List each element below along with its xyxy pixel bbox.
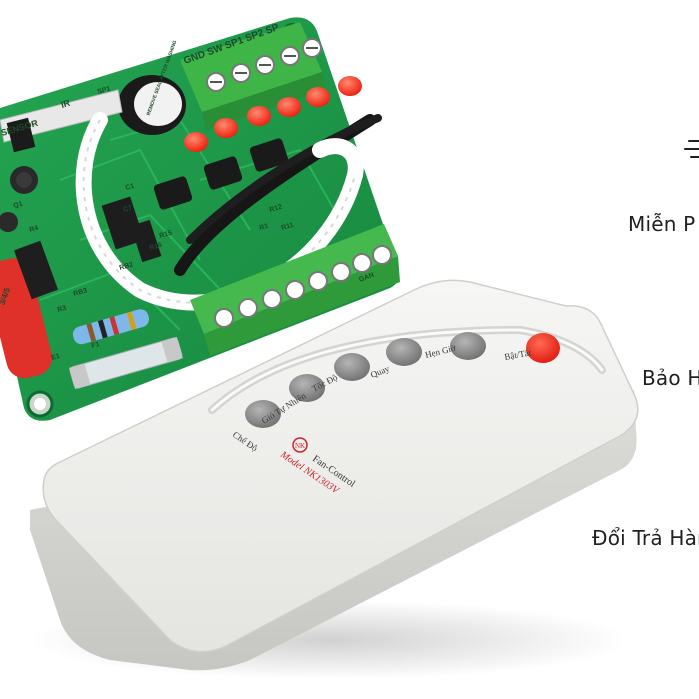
top-terminal-block [180,22,326,130]
logo-text: NK [295,442,305,450]
mode-button[interactable] [245,400,281,428]
buzzer [118,75,186,135]
component-label: R4 [29,225,40,234]
natural-wind-button[interactable] [289,374,325,402]
component-label: C1 [125,183,136,192]
returns-label: Đổi Trả Hàn [592,526,699,550]
fuse [69,336,183,390]
component-label: R15 [159,230,173,240]
sp1-label: SP1 [97,86,112,96]
circuit-board: GND SW SP1 SP2 SP REMOVE SEAL AFTER WASH… [0,17,400,421]
bottom-terminal-block [190,224,400,356]
component-label: R1 [259,223,270,232]
indicator-leds [184,76,362,152]
component-label: RB3 [73,287,88,298]
tactile-switches [153,138,289,210]
timer-button[interactable] [450,332,486,360]
component-label: R12 [269,204,283,214]
remote-control: Bật/Tắt Hẹn Giờ Quay Tốc Độ Gió Tự Nhiên… [30,279,639,680]
free-shipping-label: Miễn P [628,212,696,236]
ir-label: IR [60,98,72,110]
component-label: R11 [281,222,295,232]
red-capacitor [0,258,53,379]
sensor-connector [0,89,123,153]
warranty-label: Bảo H [642,366,699,390]
resistor [72,309,150,345]
component-label: F1 [91,341,101,350]
component-label: RB2 [119,261,134,272]
menu-icon[interactable] [684,140,699,164]
component-label: E1 [51,353,61,362]
power-button[interactable] [526,333,560,363]
remote-buttons [245,332,560,428]
brand-logo: NK [292,437,308,453]
swing-button[interactable] [386,338,422,366]
component-label: Q1 [13,201,24,210]
component-label: R16 [149,242,163,252]
component-label: R3 [57,305,68,314]
power-label: Bật/Tắt [504,347,533,362]
component-label: C7 [123,205,134,214]
speed-button[interactable] [334,353,370,381]
